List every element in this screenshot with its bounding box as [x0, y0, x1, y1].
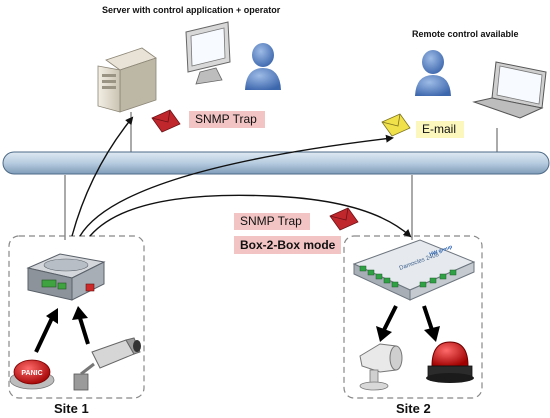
security-camera-icon — [73, 337, 141, 391]
envelope-red-icon — [151, 109, 181, 133]
box-to-siren-arrowhead — [376, 326, 392, 342]
site1-label: Site 1 — [54, 401, 89, 416]
server-tower-icon — [97, 47, 157, 113]
damocles-io-box-icon: Damocles 2408 HW group — [352, 239, 476, 301]
panic-to-box-arrowhead — [46, 308, 58, 324]
red-beacon-icon — [426, 341, 474, 383]
box-to-beacon-arrowhead — [424, 326, 440, 342]
flow-arrow-to-site2 — [89, 194, 412, 238]
flow-arrow-to-server — [71, 116, 134, 237]
snmp-trap-label: SNMP Trap — [189, 111, 265, 128]
panic-to-box-arrow — [34, 317, 54, 353]
envelope-red-site2-icon — [329, 207, 359, 231]
server-caption: Server with control application + operat… — [102, 5, 281, 15]
box-to-siren-arrow — [382, 305, 398, 331]
email-label: E-mail — [416, 121, 465, 138]
io-box-device-icon — [26, 253, 106, 301]
remote-caption: Remote control available — [412, 29, 519, 39]
flow-arrow-to-laptop — [79, 134, 394, 237]
envelope-yellow-icon — [381, 113, 411, 137]
panic-button-text: PANIC — [21, 370, 42, 377]
camera-to-box-arrow — [78, 317, 90, 345]
operator-person-icon — [245, 43, 281, 90]
site2-label: Site 2 — [396, 401, 431, 416]
site1-frame — [8, 235, 145, 399]
siren-horn-icon — [359, 343, 403, 391]
camera-to-box-arrowhead — [72, 306, 88, 320]
snmp-trap-site2-label: SNMP Trap — [234, 213, 310, 230]
site2-frame — [343, 235, 483, 399]
network-bar — [2, 151, 550, 175]
monitor-icon — [185, 21, 231, 85]
panic-button-icon: PANIC — [9, 359, 55, 390]
box-2-box-mode-label: Box-2-Box mode — [234, 236, 342, 254]
box-to-beacon-arrow — [422, 305, 434, 331]
remote-person-icon — [415, 50, 451, 96]
laptop-icon — [472, 61, 547, 119]
